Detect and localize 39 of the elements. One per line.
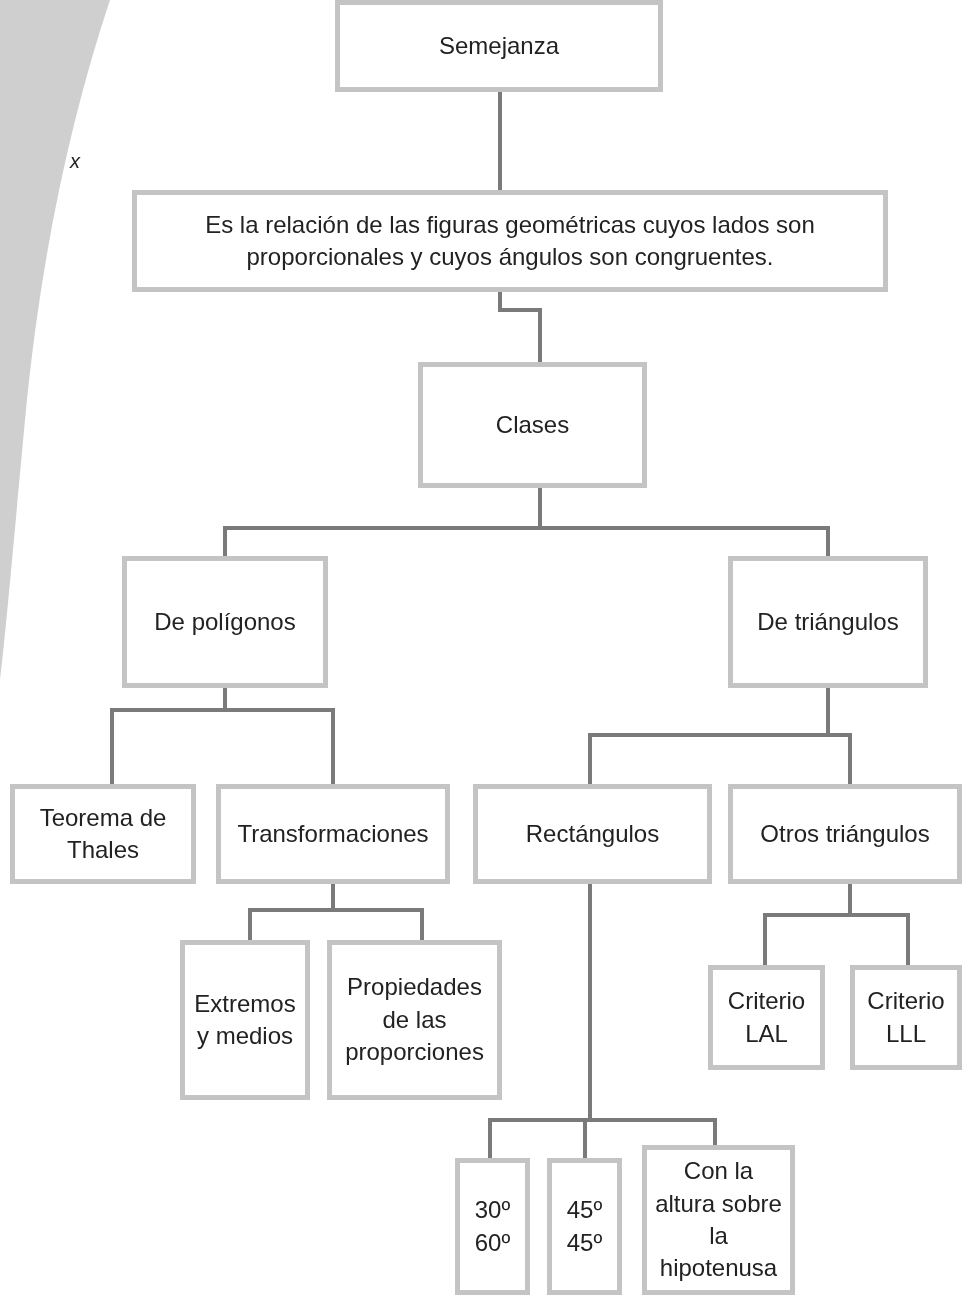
concept-text: Otros triángulos <box>760 818 930 849</box>
concept-text: Clases <box>495 409 570 440</box>
concept-text: 45º 45º <box>565 1195 604 1258</box>
concept-text: Transformaciones <box>237 818 429 849</box>
connector-line <box>826 688 852 784</box>
concept-text: 30º 60º <box>473 1195 512 1258</box>
concept-text: Con la altura sobre la hipotenusa <box>654 1156 783 1284</box>
concept-text: Es la relación de las figuras geométricas cuyos lados son proporcionales y cuyos ángulos son congruentes. <box>204 209 816 272</box>
concept-text: De triángulos <box>757 606 899 637</box>
concept-box <box>850 965 962 1070</box>
concept-box <box>327 940 502 1100</box>
concept-text: Teorema de Thales <box>38 802 168 865</box>
concept-box <box>728 784 962 884</box>
concept-box <box>335 0 663 92</box>
concept-box <box>455 1158 530 1295</box>
concept-box <box>216 784 450 884</box>
concept-box <box>708 965 825 1070</box>
concept-text: Criterio LAL <box>726 986 807 1049</box>
connector-line <box>223 688 335 784</box>
concept-box <box>122 556 328 688</box>
concept-text: Semejanza <box>438 30 560 61</box>
concept-box <box>547 1158 622 1295</box>
connector-line <box>588 884 717 1145</box>
concept-text: Rectángulos <box>525 818 660 849</box>
concept-box <box>642 1145 795 1295</box>
axis-label: x <box>70 150 80 173</box>
concept-box <box>728 556 928 688</box>
concept-box <box>180 940 310 1100</box>
concept-box <box>132 190 888 292</box>
concept-text: Extremos y medios <box>193 988 297 1051</box>
concept-box <box>418 362 647 488</box>
concept-text: Criterio LLL <box>866 986 946 1049</box>
concept-text: Propiedades de las proporciones <box>344 972 485 1068</box>
connector-line <box>498 292 542 362</box>
concept-text: De polígonos <box>154 606 296 637</box>
concept-box <box>473 784 712 884</box>
connector-line <box>848 884 910 965</box>
connector-line <box>498 92 502 190</box>
concept-box <box>10 784 196 884</box>
